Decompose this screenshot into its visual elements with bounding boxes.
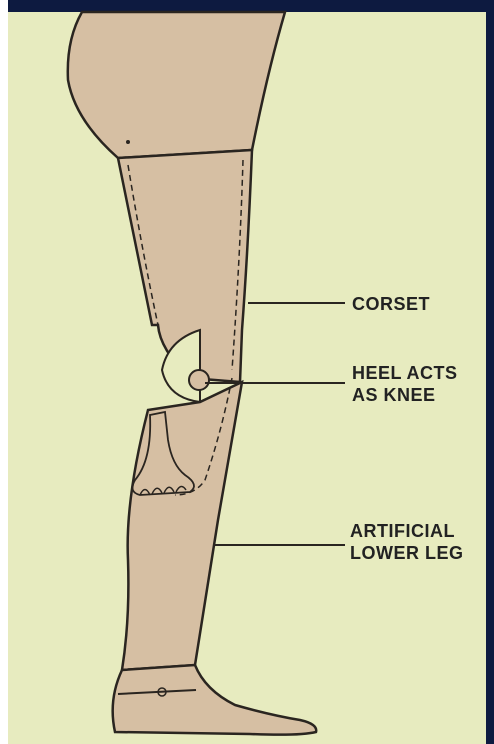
label-artificial-line2: LOWER LEG bbox=[350, 542, 464, 564]
label-heel-acts-as-knee: HEEL ACTS AS KNEE bbox=[352, 362, 458, 406]
label-heel-line2: AS KNEE bbox=[352, 384, 458, 406]
knee-joint bbox=[189, 370, 209, 390]
label-corset: CORSET bbox=[352, 293, 430, 315]
artificial-lower-leg bbox=[122, 382, 242, 670]
label-artificial-line1: ARTIFICIAL bbox=[350, 520, 464, 542]
prosthetic-foot bbox=[113, 665, 317, 735]
thigh-mark bbox=[126, 140, 130, 144]
label-heel-line1: HEEL ACTS bbox=[352, 362, 458, 384]
label-corset-text: CORSET bbox=[352, 293, 430, 315]
thigh bbox=[68, 12, 285, 158]
label-artificial-lower-leg: ARTIFICIAL LOWER LEG bbox=[350, 520, 464, 564]
